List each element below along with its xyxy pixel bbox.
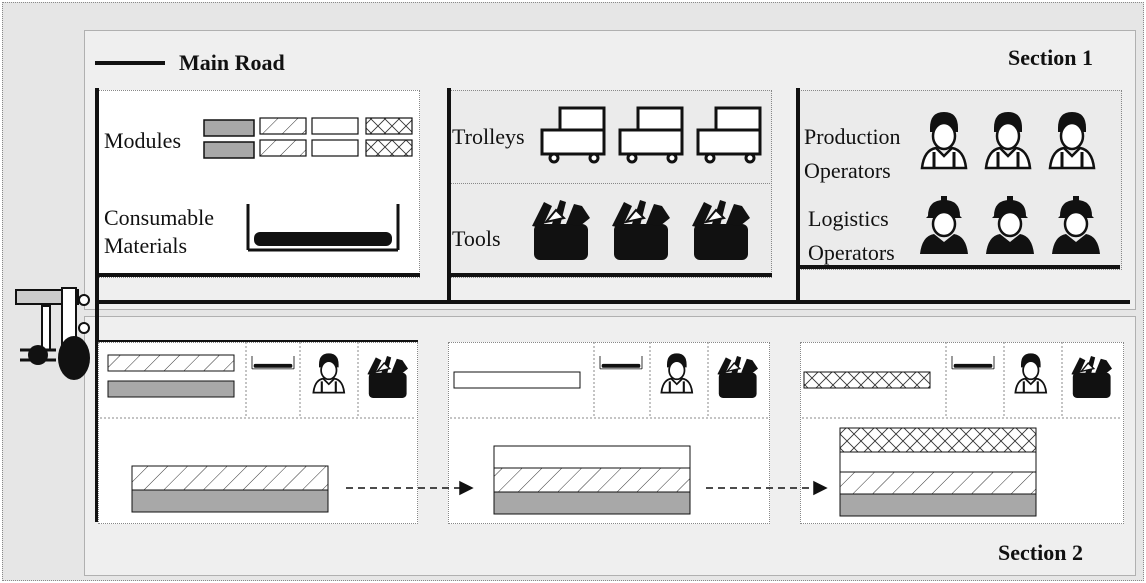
logistics-label-2: Operators xyxy=(808,240,895,265)
main-road-horizontal xyxy=(98,300,1130,304)
main-road-legend-line xyxy=(95,61,165,65)
station-3-operator-icon xyxy=(1014,352,1048,394)
consumables-label-1: Consumable xyxy=(104,205,214,230)
station-3-module xyxy=(803,371,931,389)
station-2-assembly xyxy=(493,445,691,515)
main-road-legend-label: Main Road xyxy=(179,50,285,75)
modules-label: Modules xyxy=(104,128,181,153)
flow-arrow-2 xyxy=(706,480,828,496)
main-road-segment-3 xyxy=(798,265,1120,269)
main-road-segment-1 xyxy=(98,273,420,277)
station-1-operator-icon xyxy=(312,352,346,394)
forklift-icon xyxy=(15,287,90,380)
main-road-segment-2 xyxy=(450,273,772,277)
main-road-vertical-3 xyxy=(796,88,800,302)
station-3-bin-icon xyxy=(951,355,995,370)
production-label-1: Production xyxy=(804,124,901,149)
section-1-label: Section 1 xyxy=(1008,45,1093,70)
station-1-modules xyxy=(107,354,235,398)
section-2-label: Section 2 xyxy=(998,540,1083,565)
main-road-vertical-2 xyxy=(447,88,451,302)
production-label-2: Operators xyxy=(804,158,891,183)
consumables-label-2: Materials xyxy=(104,233,188,258)
module-block-icon xyxy=(203,117,413,159)
station-1-toolbox-icon xyxy=(366,355,409,399)
logistics-label-1: Logistics xyxy=(808,206,889,231)
tools-label: Tools xyxy=(452,226,501,251)
station-1-bin-icon xyxy=(251,355,295,370)
station-3-assembly xyxy=(839,427,1037,517)
main-road-vertical xyxy=(95,88,99,522)
station-2-toolbox-icon xyxy=(716,355,759,399)
trolleys-label: Trolleys xyxy=(452,124,525,149)
station-2-bin-icon xyxy=(599,355,643,370)
legend: Main Road xyxy=(95,48,285,78)
equipment-divider xyxy=(450,183,770,185)
flow-arrow-1 xyxy=(346,480,474,496)
station-1-assembly xyxy=(131,465,329,513)
station-2-module xyxy=(453,371,581,389)
station-2-operator-icon xyxy=(660,352,694,394)
station-3-toolbox-icon xyxy=(1070,355,1113,399)
